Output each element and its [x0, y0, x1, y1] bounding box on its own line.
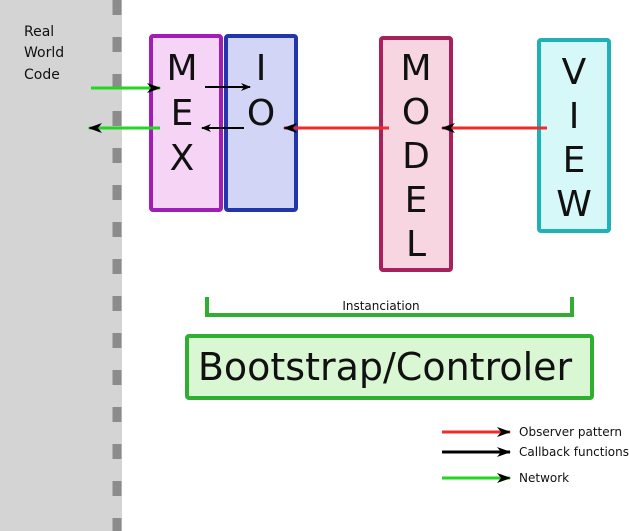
- model-component: M O D E L: [379, 36, 453, 272]
- view-letter: V: [562, 52, 587, 93]
- io-letter: I: [256, 48, 267, 89]
- view-box: [537, 38, 611, 233]
- mex-letter: M: [166, 48, 197, 89]
- bootstrap-box: [185, 334, 594, 400]
- mex-letter: X: [170, 138, 195, 179]
- view-letter: I: [569, 96, 580, 137]
- view-component: V I E W: [537, 38, 611, 233]
- instanciation-label: Instanciation: [342, 299, 419, 313]
- mex-component: M E X: [149, 34, 223, 212]
- model-letter: O: [402, 92, 430, 133]
- model-letter: M: [400, 48, 431, 89]
- real-world-region: [0, 0, 122, 531]
- io-component: I O: [224, 34, 298, 212]
- io-letter: O: [247, 93, 275, 134]
- model-letter: L: [406, 224, 426, 265]
- mex-box: [149, 34, 223, 212]
- legend-network-label: Network: [519, 471, 569, 485]
- real-world-line: Code: [24, 67, 60, 83]
- legend-observer-label: Observer pattern: [519, 425, 622, 439]
- view-letter: W: [556, 184, 592, 225]
- real-world-label: Real World Code: [24, 24, 69, 83]
- real-world-line: World: [24, 45, 64, 61]
- legend: Observer pattern Callback functions Netw…: [442, 425, 629, 485]
- model-letter: D: [402, 136, 430, 177]
- instanciation-bracket: [205, 297, 574, 317]
- model-letter: E: [405, 180, 428, 221]
- real-world-line: Real: [24, 24, 54, 40]
- legend-callback-label: Callback functions: [519, 445, 629, 459]
- view-letter: E: [563, 140, 586, 181]
- mex-letter: E: [171, 93, 194, 134]
- model-box: [379, 36, 453, 272]
- bootstrap-label: Bootstrap/Controler: [198, 345, 573, 389]
